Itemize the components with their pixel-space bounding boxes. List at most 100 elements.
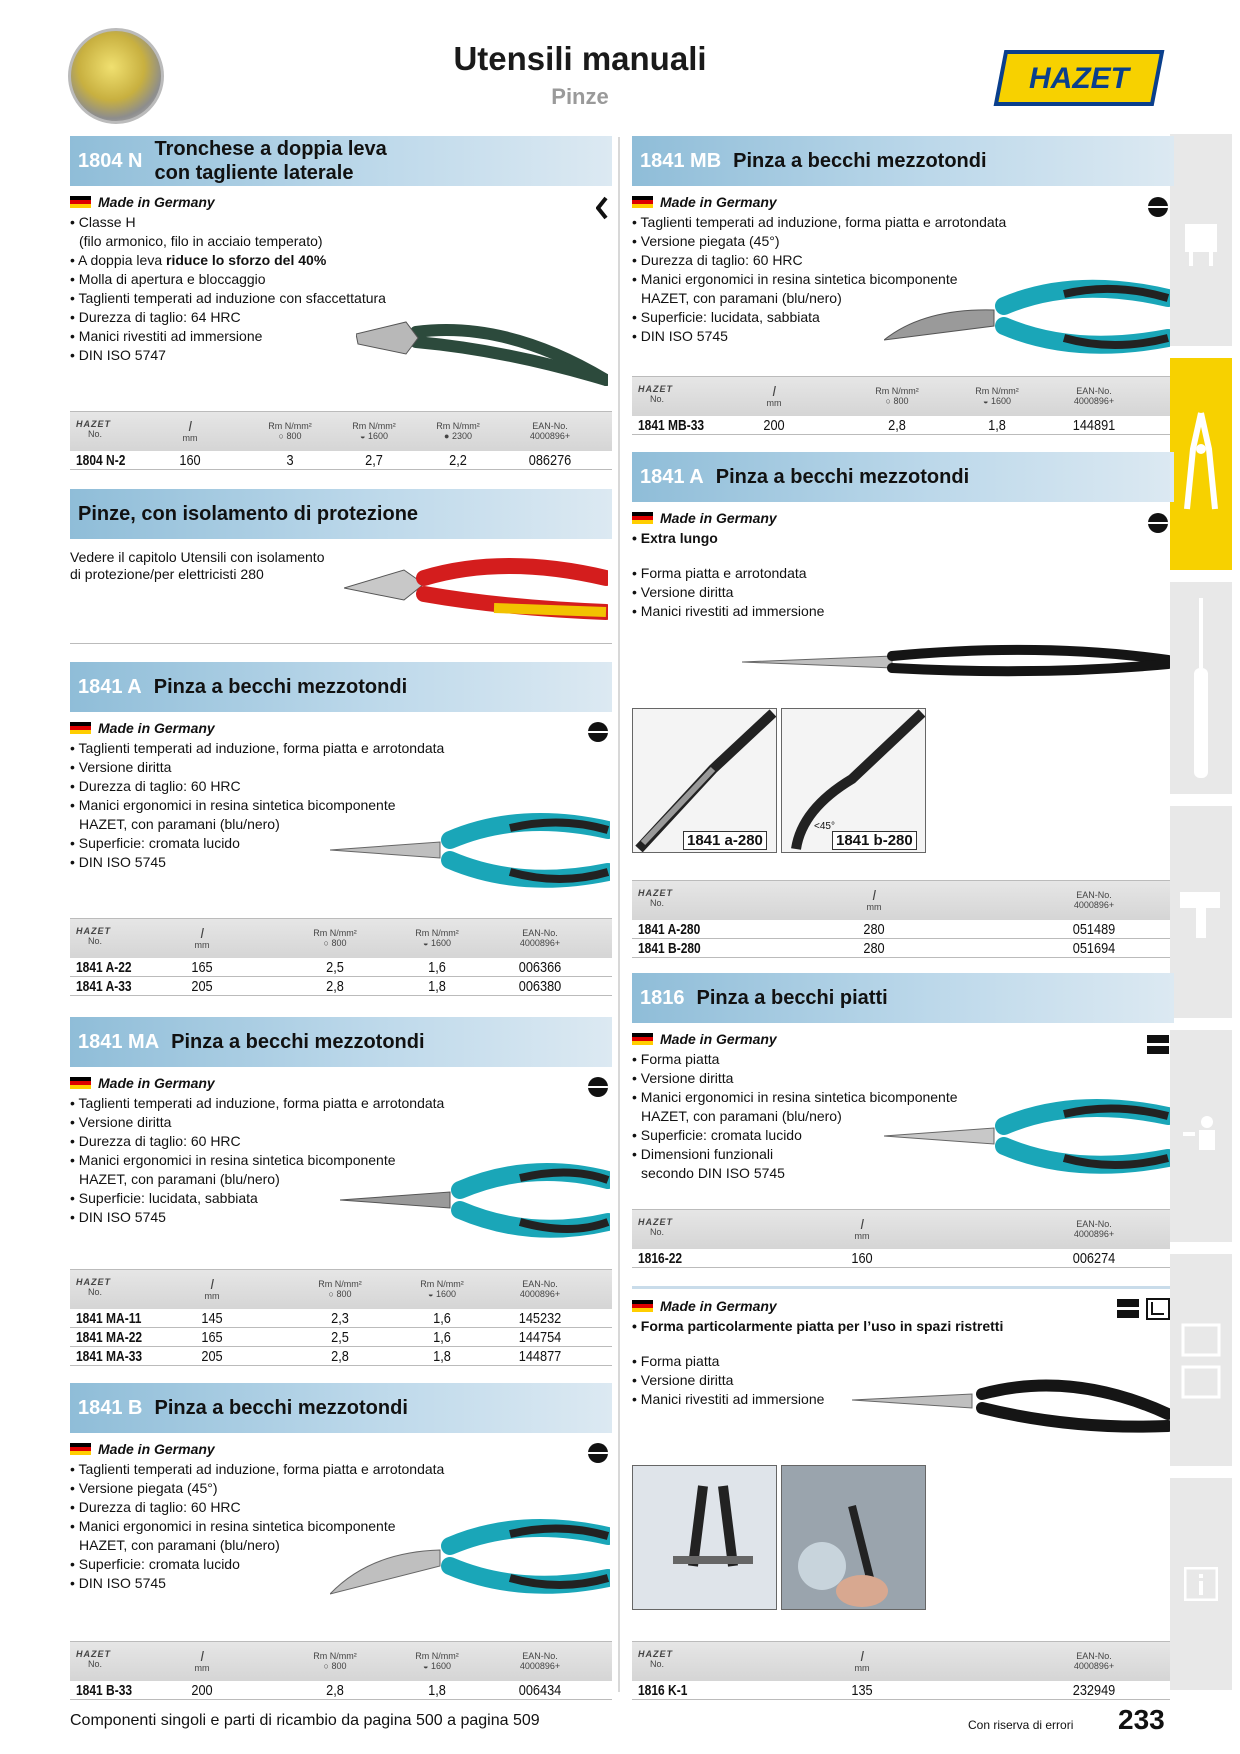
footer-disclaimer: Con riserva di errori xyxy=(968,1718,1074,1732)
feature: Superficie: lucidata, sabbiata xyxy=(70,1189,612,1208)
pliers-icon xyxy=(1184,412,1218,510)
feature: A doppia leva riduce lo sforzo del 40% xyxy=(70,251,612,270)
half-round-jaw-icon xyxy=(588,1077,608,1097)
feature-list: Forma particolarmente piatta per l’uso i… xyxy=(632,1317,1174,1409)
feature: Forma piatta e arrotondata xyxy=(632,564,1174,583)
pliers-image-1841b xyxy=(330,1519,610,1595)
feature: Manici rivestiti ad immersione xyxy=(632,1390,1174,1409)
half-round-jaw-icon xyxy=(1148,197,1168,217)
feature: DIN ISO 5745 xyxy=(70,853,612,872)
table-row: 1816 K-1 135 232949 xyxy=(632,1681,1170,1700)
tab-info[interactable] xyxy=(1170,1478,1232,1690)
feature: Taglienti temperati ad induzione, forma … xyxy=(632,213,1174,232)
feature: Manici ergonomici in resina sintetica bi… xyxy=(70,796,612,834)
german-flag-icon xyxy=(632,1033,653,1045)
divider xyxy=(70,643,612,644)
table-row: 1841 A-22 165 2,5 1,6 006366 xyxy=(70,958,612,977)
made-in-germany: Made in Germany xyxy=(632,194,1174,210)
pliers-photo-icon xyxy=(635,709,776,852)
feature: Manici ergonomici in resina sintetica bi… xyxy=(632,270,1174,308)
tab-vehicle[interactable] xyxy=(1170,1254,1232,1466)
feature: Manici ergonomici in resina sintetica bi… xyxy=(632,1088,1174,1126)
feature-list: Taglienti temperati ad induzione, forma … xyxy=(632,213,1174,346)
catalog-emblem xyxy=(68,28,164,124)
section-1816k: Made in Germany Forma particolarmente pi… xyxy=(632,1290,1174,1409)
flat-jaw-icon xyxy=(1117,1299,1139,1319)
usage-photo-2 xyxy=(781,1465,926,1610)
half-round-jaw-icon xyxy=(588,722,608,742)
tab-screwdriver[interactable] xyxy=(1170,582,1232,794)
half-round-jaw-icon xyxy=(1148,513,1168,533)
feature: Durezza di taglio: 60 HRC xyxy=(70,1498,612,1517)
footer-spare-parts-note: Componenti singoli e parti di ricambio d… xyxy=(70,1712,540,1729)
section-header: Pinze, con isolamento di protezione xyxy=(70,489,612,539)
table-row: 1841 MA-33 205 2,8 1,8 144877 xyxy=(70,1347,612,1366)
feature: Superficie: cromata lucido xyxy=(70,834,612,853)
info-icon xyxy=(1184,1567,1218,1601)
hazet-logo: HAZET xyxy=(993,50,1165,106)
feature: Durezza di taglio: 64 HRC xyxy=(70,308,612,327)
usage-photo-1 xyxy=(632,1465,777,1610)
german-flag-icon xyxy=(632,1300,653,1312)
half-round-jaw-icon xyxy=(588,1443,608,1463)
table-row: 1841 B-33 200 2,8 1,8 006434 xyxy=(70,1681,612,1700)
long-pliers-image xyxy=(742,644,1170,677)
tab-power-tools[interactable] xyxy=(1170,806,1232,1018)
feature-list: Taglienti temperati ad induzione, forma … xyxy=(70,1460,612,1593)
vehicle-use-icon xyxy=(1146,1298,1170,1320)
feature-list: Classe H(filo armonico, filo in acciaio … xyxy=(70,213,612,365)
pliers-image-1841mb xyxy=(884,279,1170,354)
german-flag-icon xyxy=(70,196,91,208)
table-row: 1841 MB-33 200 2,8 1,8 144891 xyxy=(632,416,1170,435)
pliers-image-1816k xyxy=(852,1379,1170,1433)
pliers-in-use-photo-icon xyxy=(673,1485,753,1567)
table-row: 1841 B-280 280 051694 xyxy=(632,939,1170,958)
german-flag-icon xyxy=(632,196,653,208)
cross-reference-text: Vedere il capitolo Utensili con isolamen… xyxy=(70,549,325,582)
feature: Durezza di taglio: 60 HRC xyxy=(632,251,1174,270)
made-in-germany: Made in Germany xyxy=(632,1031,1174,1047)
feature: Forma piatta xyxy=(632,1050,1174,1069)
vehicle-icon xyxy=(1181,1323,1221,1399)
feature: Versione diritta xyxy=(632,1371,1174,1390)
svg-text:HAZET: HAZET xyxy=(1029,62,1132,95)
insulated-cutter-image xyxy=(344,558,608,620)
german-flag-icon xyxy=(632,512,653,524)
feature: Taglienti temperati ad induzione con sfa… xyxy=(70,289,612,308)
feature: Versione diritta xyxy=(70,1113,612,1132)
tab-pliers[interactable] xyxy=(1170,358,1232,570)
feature: Versione diritta xyxy=(632,583,1174,602)
made-in-germany: Made in Germany xyxy=(632,510,1174,526)
feature: Extra lungo xyxy=(632,529,1174,548)
feature: Molla di apertura e bloccaggio xyxy=(70,270,612,289)
german-flag-icon xyxy=(70,1077,91,1089)
feature-list: Forma piatta Versione diritta Manici erg… xyxy=(632,1050,1174,1183)
feature: Manici rivestiti ad immersione xyxy=(70,327,612,346)
table-row: 1841 MA-22 165 2,5 1,6 144754 xyxy=(70,1328,612,1347)
tab-workshop[interactable] xyxy=(1170,1030,1232,1242)
tab-toolbox[interactable] xyxy=(1170,134,1232,346)
made-in-germany: Made in Germany xyxy=(632,1298,1174,1314)
page-number: 233 xyxy=(1118,1704,1165,1735)
